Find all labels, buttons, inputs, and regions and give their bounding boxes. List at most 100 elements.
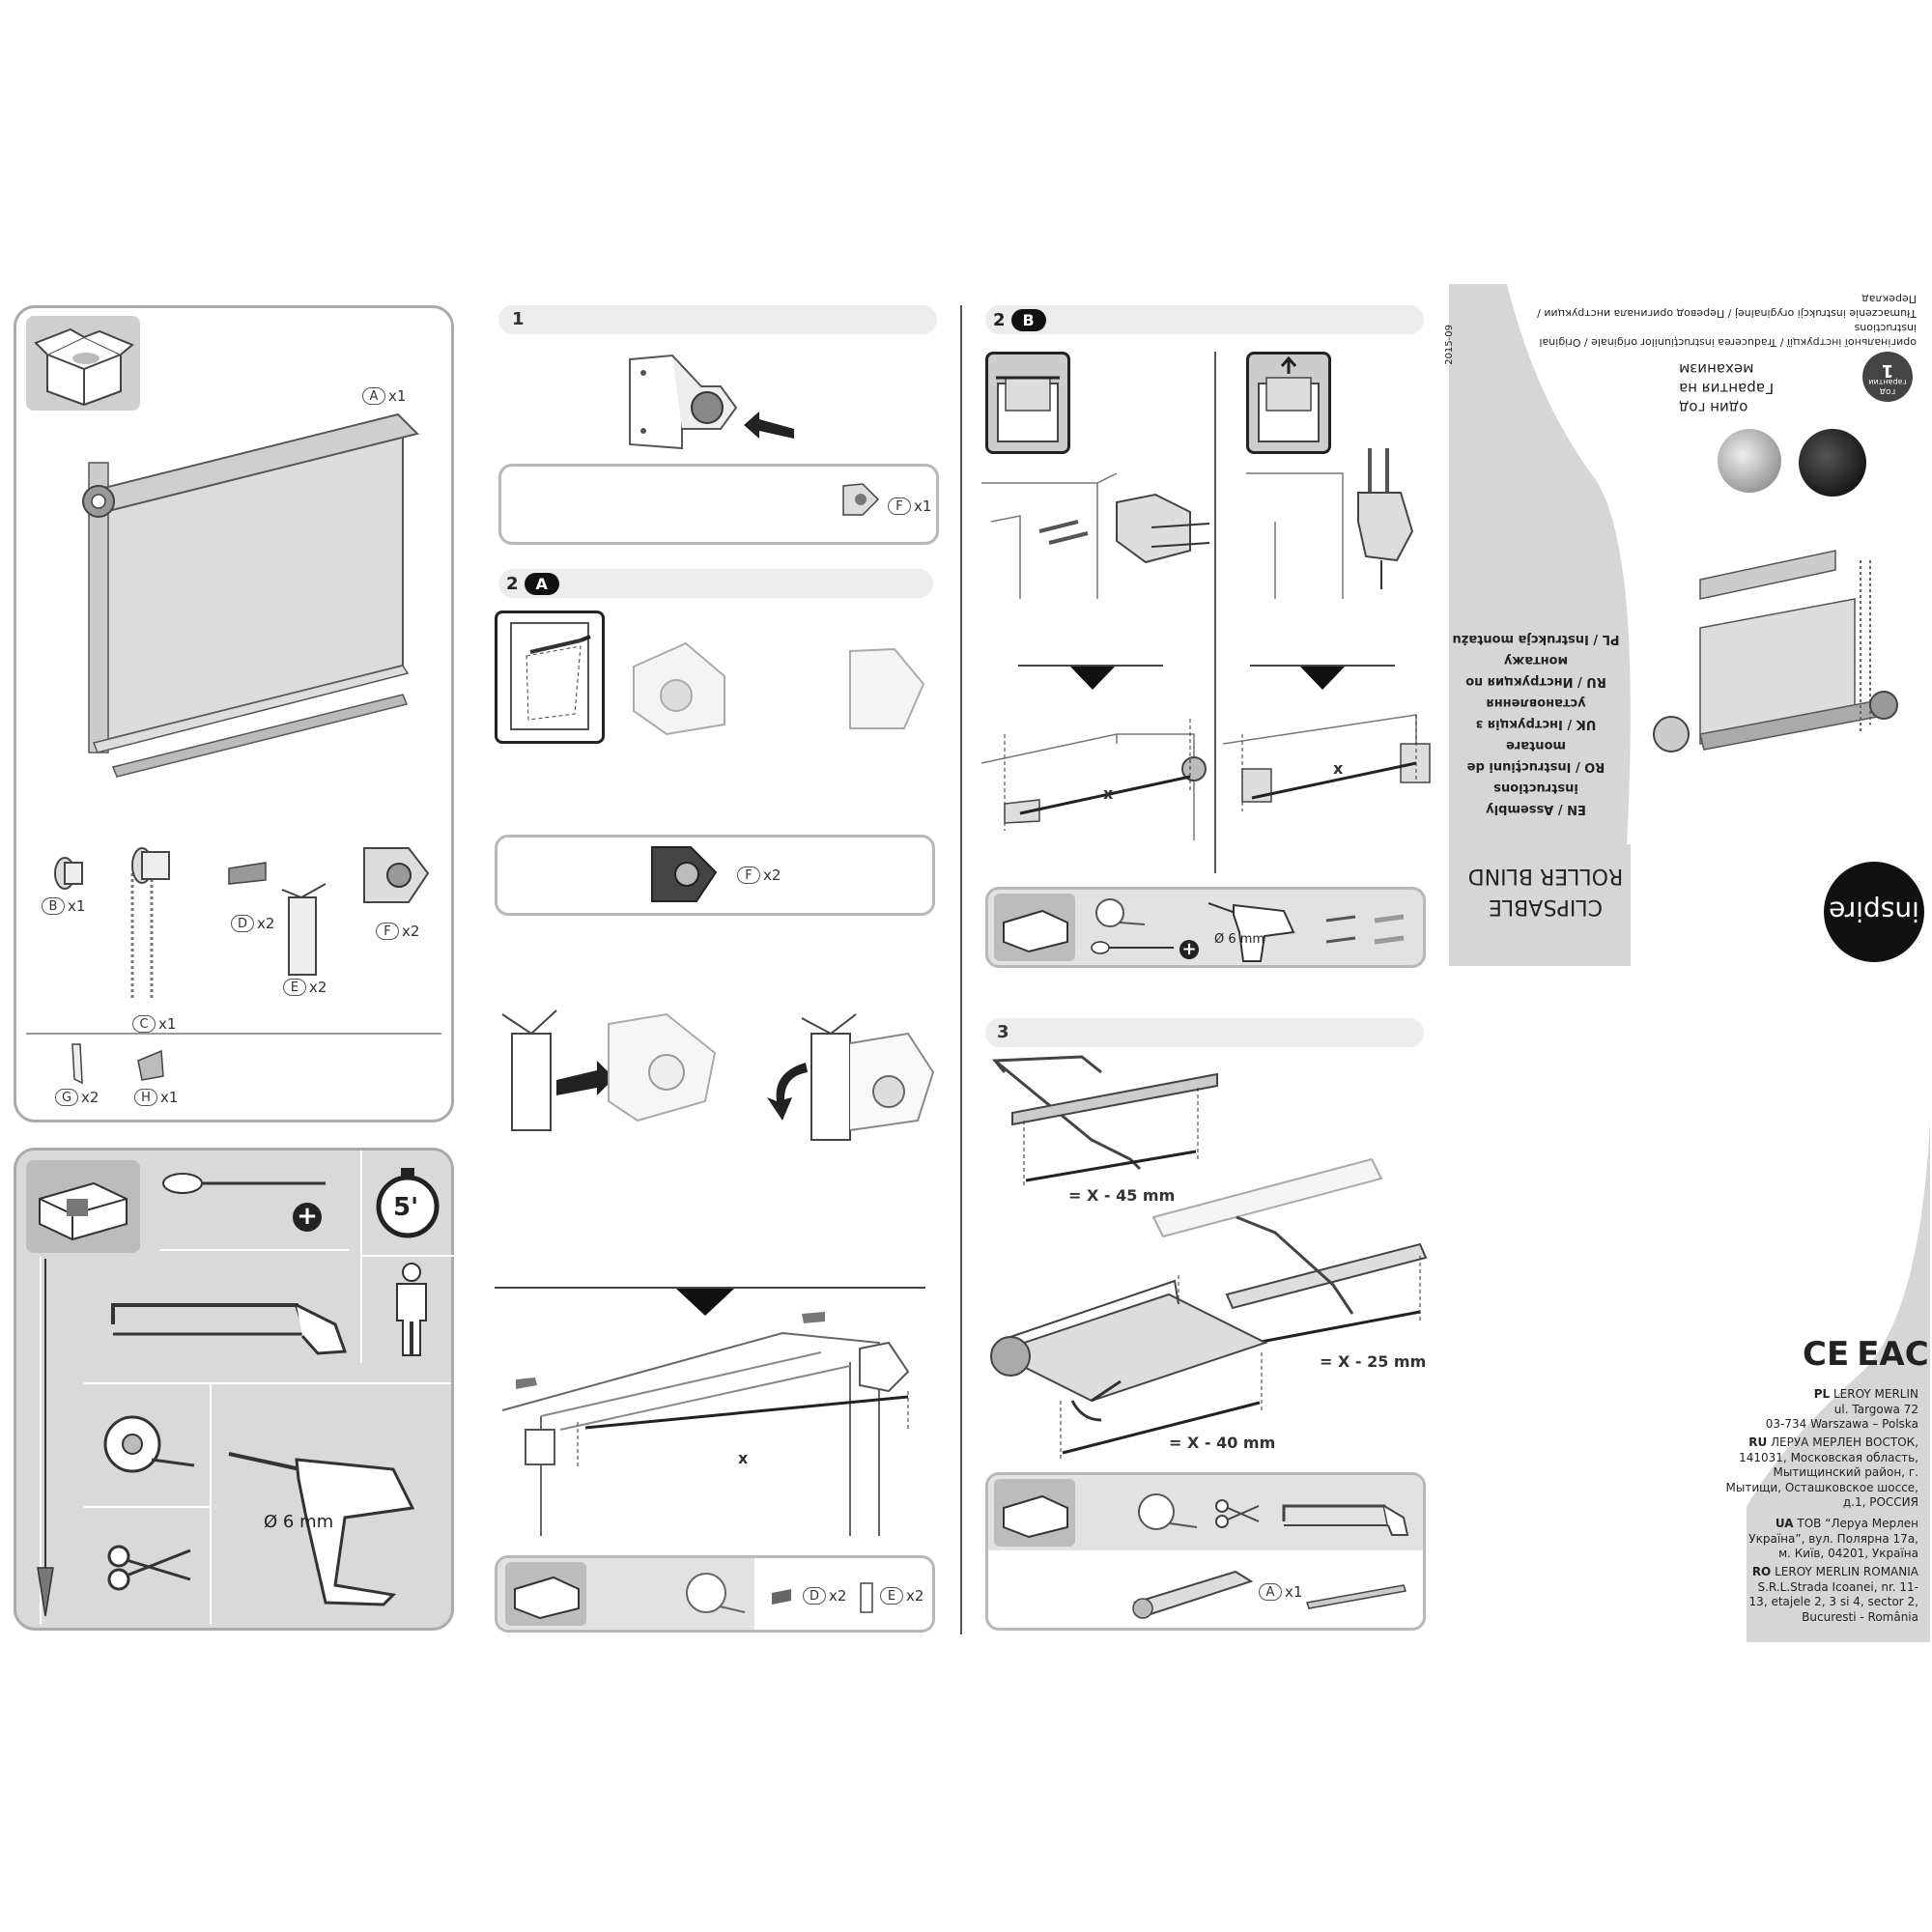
tape-measure-icon [1095, 898, 1146, 927]
ceiling-measure-illustration [1222, 714, 1431, 811]
step-3-dim-rail: = X - 45 mm [1068, 1186, 1176, 1205]
drill-bit-size: Ø 6 mm [1214, 932, 1265, 947]
down-arrow-icon [1300, 667, 1345, 690]
person-icon [396, 1263, 427, 1356]
tools-panel: + 5' Ø 6 mm [14, 1148, 457, 1631]
bracket-f-illustration [629, 354, 794, 450]
tape-measure-icon [103, 1415, 195, 1473]
original-instructions-text: оригінальної інструкції / Traducerea ins… [1501, 292, 1917, 350]
divider [1214, 352, 1216, 873]
warranty-line-2: один год [1679, 399, 1748, 416]
wall-mount-icon [985, 352, 1070, 454]
window-frame-measure [501, 1312, 910, 1536]
phillips-plus-icon: + [293, 1203, 322, 1232]
divider [84, 1382, 451, 1384]
screwdriver-icon [1091, 941, 1174, 954]
bracket-tool-small [994, 1479, 1075, 1547]
wall-plugs-icon [1374, 914, 1405, 945]
part-e-illustration [281, 883, 327, 976]
bracket-tool-small [505, 1562, 586, 1626]
ceiling-mount-icon [1246, 352, 1331, 454]
wall-bracket-fixing [981, 472, 1210, 599]
cover-divider [1633, 284, 1634, 966]
drill-bit-size: Ø 6 mm [264, 1512, 334, 1532]
down-arrow-icon [676, 1289, 734, 1316]
divider [159, 1249, 349, 1251]
step-2b-tools-box: + Ø 6 mm [985, 887, 1426, 968]
original-line-1: Tłumaczenie instrukcji oryginalnej / Пер… [1537, 293, 1917, 320]
part-h-illustration [137, 1049, 164, 1081]
divider [495, 1287, 925, 1289]
screws-icon [1325, 915, 1356, 944]
divider [360, 1255, 457, 1257]
down-arrow-icon [1070, 667, 1115, 690]
divider [1018, 665, 1163, 667]
cover-date: 2015-09 [1444, 325, 1455, 365]
divider [1250, 665, 1395, 667]
step-3-dim-tube: = X - 25 mm [1320, 1352, 1427, 1371]
scissors-icon [107, 1545, 191, 1591]
step-3-dim-fabric: = X - 40 mm [1169, 1434, 1276, 1452]
tape-measure-icon [686, 1573, 746, 1613]
step-1-header [498, 305, 937, 334]
cover-roller-blind-image [1653, 550, 1898, 753]
phillips-plus-icon: + [1179, 940, 1199, 959]
bottom-bar-part [1306, 1584, 1406, 1609]
step-2b-header [985, 305, 1424, 334]
step-2b-x-right: x [1333, 759, 1344, 778]
certification-marks: CE EAC 🗑 [1803, 1335, 1932, 1374]
part-b-illustration [54, 857, 83, 890]
part-f-illustration [363, 847, 430, 903]
roller-blind-illustration [82, 412, 419, 778]
original-line-2: оригінальної інструкції / Traducerea ins… [1539, 322, 1917, 349]
clip-rotate-illustration [767, 1013, 935, 1141]
scissors-icon [1215, 1499, 1260, 1528]
cut-tube-illustration [1151, 1157, 1428, 1352]
product-title-line-1: ROLLER BLIND [1467, 864, 1624, 888]
drill-icon [228, 1452, 415, 1606]
bracket-ghost-right [849, 647, 925, 729]
product-title: CLIPSABLE ROLLER BLIND [1459, 860, 1633, 922]
step-1-label: 1 [512, 309, 525, 329]
lang-ro: RO / Instrucțiuni de montare [1466, 738, 1605, 774]
bracket-tool-icon [26, 1160, 140, 1253]
address-pl: PL LEROY MERLIN ul. Targowa 72 03-734 Wa… [1765, 1387, 1918, 1431]
plumb-line-icon [37, 1259, 54, 1617]
step-2a-x-label: x [738, 1449, 749, 1467]
cover-white-curve [1507, 284, 1642, 844]
roller-tube-part [1132, 1570, 1254, 1619]
clip-e-icon [860, 1582, 873, 1613]
bracket-f-small [842, 483, 880, 516]
drill-icon [1208, 902, 1295, 962]
screwdriver-icon [162, 1173, 326, 1194]
warranty-text: один год Гарантия на механизм [1679, 359, 1843, 417]
warranty-badge: год гарантии 1 [1862, 352, 1913, 402]
hacksaw-icon [111, 1303, 348, 1355]
address-ru: RU ЛЕРУА МЕРЛЕН ВОСТОК, 141031, Московск… [1725, 1435, 1918, 1509]
step-3-header [985, 1018, 1424, 1047]
address-ua: UA ТОВ “Леруа Мерлен Україна”, вул. Поля… [1748, 1517, 1918, 1560]
stopwatch-icon [376, 1168, 440, 1238]
eac-mark: EAC [1857, 1335, 1929, 1374]
ceiling-bracket-fixing [1246, 448, 1414, 599]
column-divider [960, 305, 962, 1634]
bracket-ghost-left [633, 641, 725, 736]
lang-ru: RU / Инструкция по монтажу [1465, 653, 1606, 689]
light-filter-icon [1718, 429, 1781, 493]
language-list: EN / Assembly instructions RO / Instrucț… [1449, 628, 1623, 819]
assembly-time: 5' [393, 1193, 419, 1222]
clip-d-icon [772, 1589, 791, 1605]
